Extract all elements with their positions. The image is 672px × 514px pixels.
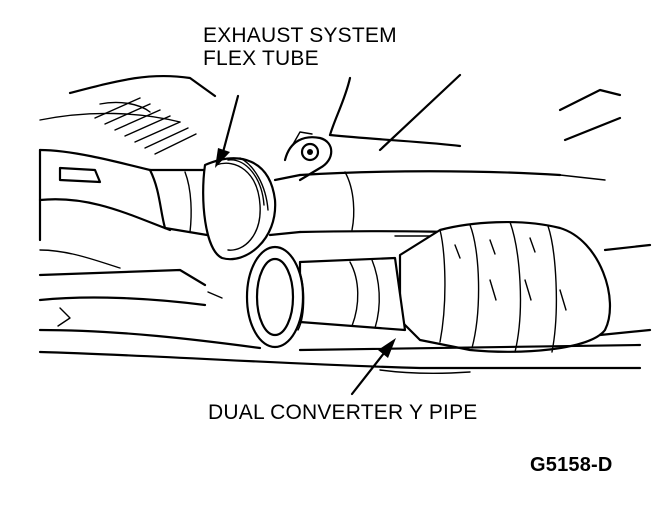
hatching-upper-left [94,97,197,155]
floor-pan [39,73,622,152]
lower-frame [38,291,642,375]
converter-inlet [298,256,407,332]
hanger-bracket [283,131,333,182]
leader-flex-tube [215,94,240,168]
y-pipe-callout: DUAL CONVERTER Y PIPE [208,401,478,424]
catalytic-converter [398,220,652,353]
figure-code: G5158-D [530,454,613,476]
crossmember-left [38,148,207,287]
leader-y-pipe [350,338,396,396]
flex-tube-label-line1: EXHAUST SYSTEM [203,24,397,47]
inlet-flange [245,245,305,349]
flex-tube-label-line2: FLEX TUBE [203,47,319,70]
flex-tube [202,157,302,261]
flex-tube-callout: EXHAUST SYSTEM FLEX TUBE [203,24,397,70]
